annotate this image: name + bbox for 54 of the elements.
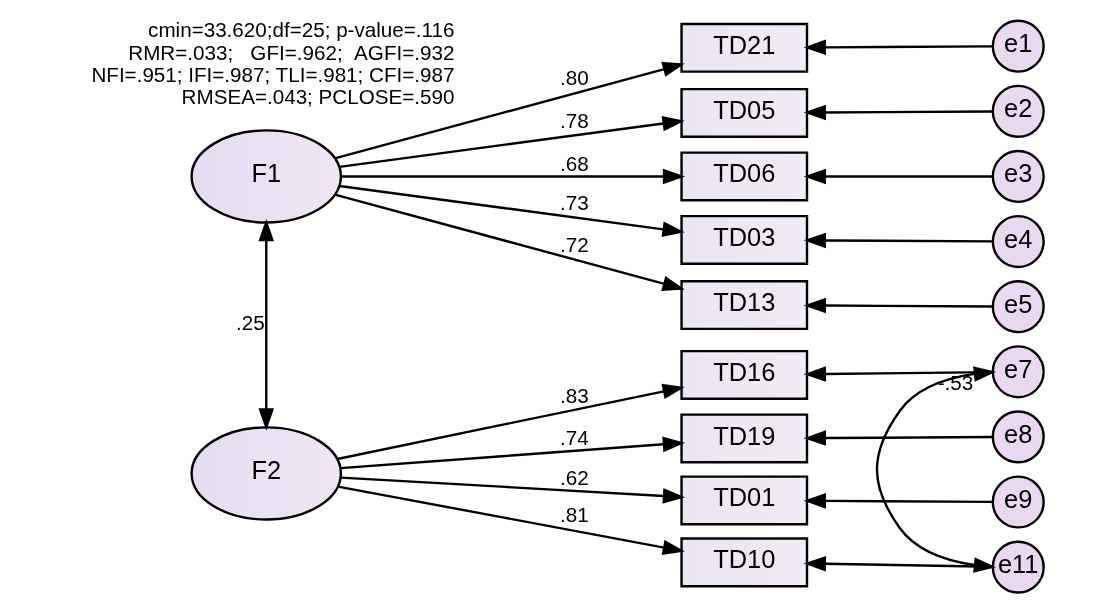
arrow [338,115,685,169]
edge-label: .68 [559,151,589,175]
arrow [803,232,993,249]
node-circle: e7 [991,345,1045,399]
arrow [340,168,685,185]
node-circle: e2 [991,84,1045,138]
label: NFI=.951; IFI=.987; TLI=.981; CFI=.987 [90,62,454,86]
node-ellipse: F2 [189,426,342,521]
arrow [257,218,274,431]
edge-label: .73 [559,191,589,215]
node-circle: e8 [991,410,1045,464]
label: RMR=.033; GFI=.962; AGFI=.932 [127,40,454,64]
edge-label: .80 [559,65,589,89]
arrow [338,184,685,237]
arrow [334,61,685,160]
node-box: TD21 [679,22,808,73]
edge-label: -.53 [937,371,973,395]
node-ellipse: F1 [189,129,342,224]
arrow [803,168,993,185]
label: cmin=33.620;df=25; p-value=.116 [147,18,454,42]
edge-label: .62 [559,466,589,490]
arrow [340,476,685,504]
edge-label: .83 [559,383,589,407]
node-circle: e9 [991,475,1045,529]
node-box: TD01 [679,475,808,526]
label: RMSEA=.043; PCLOSE=.590 [181,85,454,109]
node-circle: e5 [991,280,1045,334]
arrow [334,193,685,292]
edge-label: .72 [559,232,589,256]
arrow [339,436,685,470]
edge-label: .74 [559,426,589,450]
edge-label: .78 [559,108,589,132]
node-circle: e1 [991,19,1045,73]
arrow [803,297,993,314]
arrow [803,430,993,446]
node-box: TD13 [679,280,808,331]
node-box: TD03 [679,214,808,265]
arrow [803,493,993,509]
node-box: TD05 [679,87,808,138]
node-box: TD19 [679,413,808,464]
node-box: TD10 [679,537,808,588]
edge-label: .81 [559,502,589,526]
node-circle: e4 [991,214,1045,269]
arrow [336,383,685,461]
node-circle: e3 [991,149,1045,204]
edge-label: .25 [235,311,265,335]
arrow [803,104,993,121]
arrow [803,555,993,572]
arrow [803,39,993,56]
node-box: TD06 [679,151,808,202]
arrow [337,485,685,556]
node-circle: e11 [991,540,1045,594]
node-box: TD16 [679,349,808,400]
arrow [875,366,996,573]
